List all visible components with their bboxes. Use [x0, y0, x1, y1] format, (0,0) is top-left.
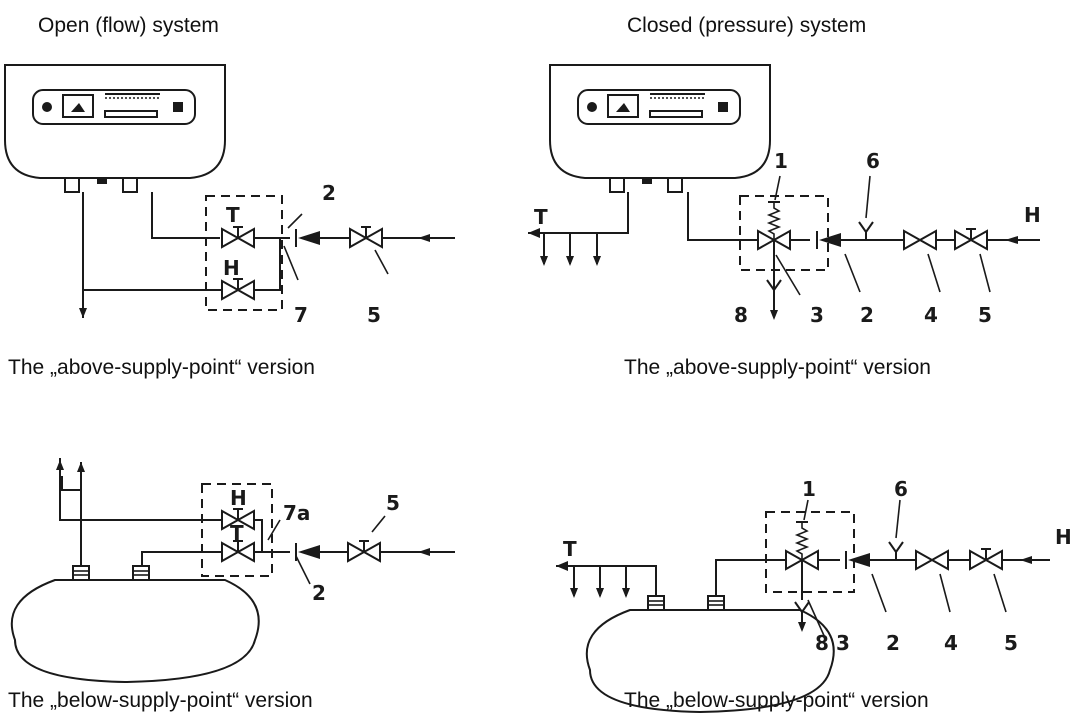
caption-open-below: The „below-supply-point“ version: [8, 689, 313, 712]
label-3: 3: [810, 303, 824, 327]
label-T: T: [534, 205, 548, 229]
diagram-closed-below: T H 1 6 8 3 2 4 5: [556, 477, 1072, 713]
label-8: 8: [734, 303, 748, 327]
label-H: H: [1055, 525, 1072, 549]
label-H: H: [223, 256, 240, 280]
heading-closed-system: Closed (pressure) system: [627, 14, 867, 37]
caption-open-above: The „above-supply-point“ version: [8, 356, 315, 379]
label-5: 5: [978, 303, 992, 327]
label-T: T: [563, 537, 577, 561]
label-7: 7: [294, 303, 308, 327]
label-5: 5: [386, 491, 400, 515]
caption-closed-below: The „below-supply-point“ version: [624, 689, 929, 712]
label-5: 5: [1004, 631, 1018, 655]
label-5: 5: [367, 303, 381, 327]
diagram-open-below: H T 7a 5 2: [10, 458, 455, 683]
label-8: 8: [815, 631, 829, 655]
caption-closed-above: The „above-supply-point“ version: [624, 356, 931, 379]
label-6: 6: [894, 477, 908, 501]
label-2: 2: [312, 581, 326, 605]
label-H: H: [230, 486, 247, 510]
label-H: H: [1024, 203, 1041, 227]
label-7a: 7a: [283, 501, 310, 525]
label-4: 4: [924, 303, 938, 327]
label-1: 1: [802, 477, 816, 501]
diagram-closed-above: T H 1 6 8 3 2 4 5: [528, 64, 1041, 327]
label-3: 3: [836, 631, 850, 655]
label-1: 1: [774, 149, 788, 173]
label-2: 2: [322, 181, 336, 205]
label-2: 2: [860, 303, 874, 327]
diagram-open-above: T H 2 7 5: [4, 64, 455, 327]
label-4: 4: [944, 631, 958, 655]
label-T: T: [230, 521, 244, 545]
label-T: T: [226, 203, 240, 227]
label-2: 2: [886, 631, 900, 655]
label-6: 6: [866, 149, 880, 173]
heading-open-system: Open (flow) system: [38, 14, 219, 37]
